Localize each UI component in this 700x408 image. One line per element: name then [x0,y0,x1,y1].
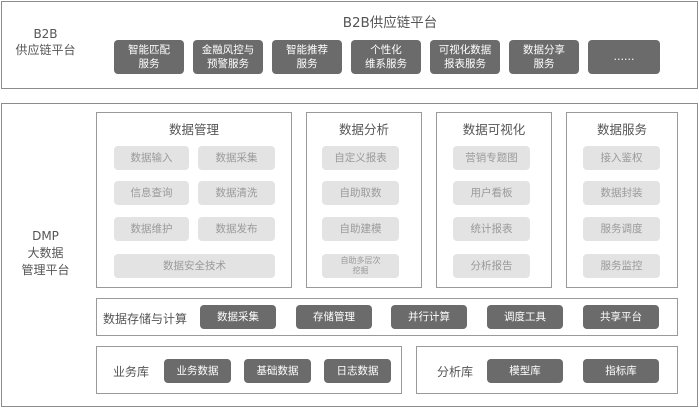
b2b-service-risk-control: 金融风控与 预警服务 [193,40,263,74]
b2b-service-visual-report: 可视化数据 报表服务 [430,40,500,74]
item-analysis-report: 分析报告 [453,254,530,278]
analysis-db-model-library: 模型库 [487,359,563,383]
item-data-collection: 数据采集 [198,146,275,170]
business-db-base-data: 基础数据 [244,359,311,383]
panel-data-service-title: 数据服务 [596,122,647,137]
business-db-business-data: 业务数据 [164,359,231,383]
b2b-side-label: B2B 供应链平台 [15,27,76,57]
item-data-maintenance: 数据维护 [114,217,189,241]
panel-data-management-title: 数据管理 [168,122,219,137]
storage-sharing-platform: 共享平台 [583,305,659,329]
storage-compute-label: 数据存储与计算 [102,312,187,326]
item-marketing-map: 营销专题图 [453,146,530,170]
b2b-title: B2B供应链平台 [342,15,438,31]
item-self-modeling: 自助建模 [322,217,399,241]
storage-management: 存储管理 [296,305,372,329]
item-data-input: 数据输入 [114,146,189,170]
business-db-label: 业务库 [112,365,149,379]
item-access-auth: 接入鉴权 [583,146,660,170]
panel-data-visualization-title: 数据可视化 [462,122,526,137]
item-data-encapsulation: 数据封装 [583,181,660,205]
item-data-security: 数据安全技术 [114,254,275,278]
storage-parallel-compute: 并行计算 [391,305,467,329]
item-custom-report: 自定义报表 [322,146,399,170]
item-multilevel-mining: 自助多层次 挖掘 [322,254,399,278]
storage-data-collection: 数据采集 [200,305,276,329]
dmp-side-label: DMP 大数据 管理平台 [21,229,70,277]
item-service-scheduling: 服务调度 [583,217,660,241]
item-service-monitoring: 服务监控 [583,254,660,278]
panel-data-analysis-title: 数据分析 [338,122,389,137]
item-info-query: 信息查询 [114,181,189,205]
b2b-service-more: …… [588,40,660,74]
item-self-fetch: 自助取数 [322,181,399,205]
storage-compute-row [96,298,678,336]
b2b-service-recommendation: 智能推荐 服务 [272,40,342,74]
b2b-service-personalized: 个性化 维系服务 [351,40,421,74]
business-db-log-data: 日志数据 [324,359,391,383]
item-user-dashboard: 用户看板 [453,181,530,205]
b2b-service-smart-matching: 智能匹配 服务 [114,40,184,74]
storage-scheduling-tool: 调度工具 [487,305,563,329]
item-data-publish: 数据发布 [198,217,275,241]
analysis-db-label: 分析库 [436,365,473,379]
b2b-service-data-sharing: 数据分享 服务 [509,40,579,74]
analysis-db-metric-library: 指标库 [583,359,659,383]
item-stat-report: 统计报表 [453,217,530,241]
item-data-cleaning: 数据清洗 [198,181,275,205]
